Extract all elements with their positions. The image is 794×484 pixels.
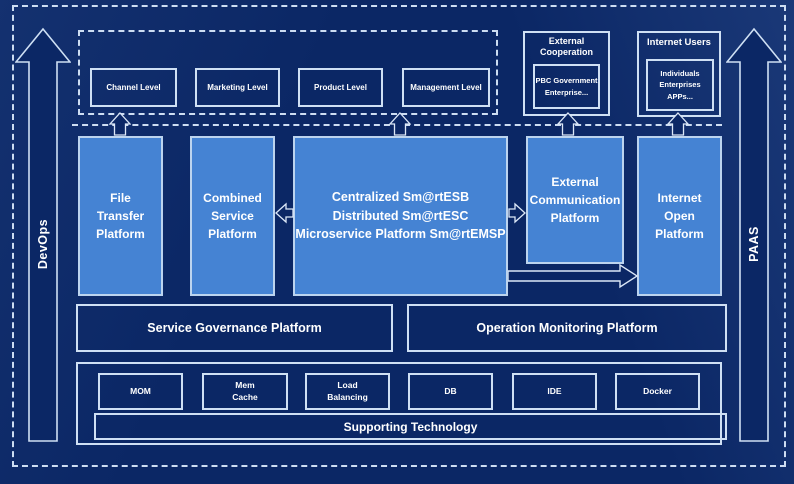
tech-label: Docker (643, 385, 672, 396)
left-arrow-icon (275, 202, 294, 224)
tech-box-mom: MOM (98, 373, 183, 410)
level-label: Channel Level (106, 83, 161, 92)
level-label: Management Level (410, 83, 482, 92)
outer-dashed-frame (12, 5, 786, 467)
levels-dashed-group (78, 30, 498, 115)
internet-users-title: Internet Users (647, 37, 711, 48)
supporting-technology-bar: Supporting Technology (94, 413, 727, 440)
up-arrow-icon (667, 112, 689, 136)
external-cooperation-body: PBC Government Enterprise... (535, 76, 598, 97)
flow-arrow-icon (508, 263, 639, 289)
level-box-marketing: Marketing Level (195, 68, 280, 107)
external-cooperation-title: External Cooperation (540, 36, 593, 58)
tech-label: Mem Cache (232, 380, 258, 402)
paas-rail-label: PAAS (747, 226, 761, 262)
platform-external-communication: External Communication Platform (526, 136, 624, 264)
platform-label: Combined Service Platform (203, 191, 262, 241)
platform-label: Centralized Sm@rtESB Distributed Sm@rtES… (295, 189, 506, 242)
service-governance-platform-box: Service Governance Platform (76, 304, 393, 352)
tech-box-load-balancing: Load Balancing (305, 373, 390, 410)
tech-box-docker: Docker (615, 373, 700, 410)
tech-box-db: DB (408, 373, 493, 410)
tech-box-ide: IDE (512, 373, 597, 410)
tech-label: Load Balancing (327, 380, 368, 402)
platform-file-transfer: File Transfer Platform (78, 136, 163, 296)
platform-central-esb: Centralized Sm@rtESB Distributed Sm@rtES… (293, 136, 508, 296)
internet-users-body: Individuals Enterprises APPs... (659, 69, 701, 101)
operation-monitoring-platform-box: Operation Monitoring Platform (407, 304, 727, 352)
level-box-channel: Channel Level (90, 68, 177, 107)
external-cooperation-body-box: PBC Government Enterprise... (533, 64, 600, 109)
internet-users-body-box: Individuals Enterprises APPs... (646, 59, 714, 111)
platform-label: Internet Open Platform (655, 191, 704, 241)
tech-box-mem-cache: Mem Cache (202, 373, 288, 410)
devops-up-arrow-icon (15, 27, 71, 442)
box-label: Service Governance Platform (147, 321, 322, 335)
level-label: Product Level (314, 83, 367, 92)
level-label: Marketing Level (207, 83, 268, 92)
devops-rail-label: DevOps (36, 218, 50, 270)
right-arrow-icon (508, 202, 526, 224)
platform-internet-open: Internet Open Platform (637, 136, 722, 296)
up-arrow-icon (557, 112, 579, 136)
platform-combined-service: Combined Service Platform (190, 136, 275, 296)
supporting-technology-group (76, 362, 722, 445)
tech-label: MOM (130, 385, 151, 396)
tech-label: DB (444, 385, 457, 396)
level-box-product: Product Level (298, 68, 383, 107)
platform-label: External Communication Platform (529, 175, 621, 225)
tech-label: IDE (547, 385, 562, 396)
up-arrow-icon (109, 112, 131, 136)
external-cooperation-group: External Cooperation PBC Government Ente… (523, 31, 610, 116)
box-label: Operation Monitoring Platform (476, 321, 658, 335)
internet-users-group: Internet Users Individuals Enterprises A… (637, 31, 721, 117)
up-arrow-icon (389, 112, 411, 136)
level-box-management: Management Level (402, 68, 490, 107)
paas-up-arrow-icon (726, 27, 782, 442)
platform-label: File Transfer Platform (96, 191, 145, 241)
bar-label: Supporting Technology (343, 419, 478, 434)
